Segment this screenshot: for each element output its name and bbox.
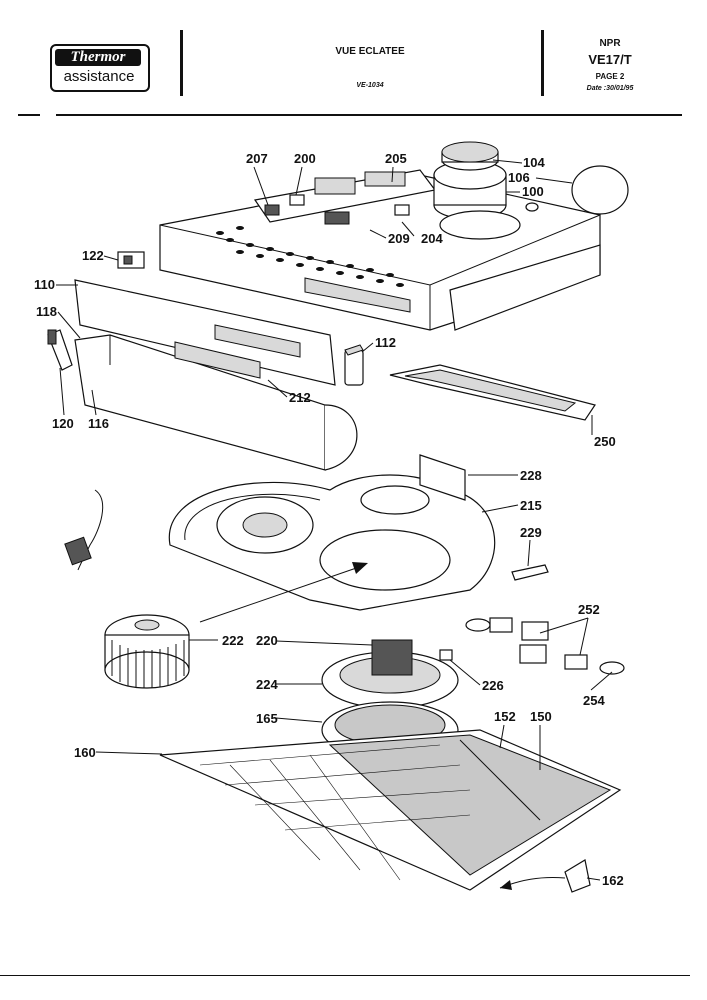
footer-rule	[0, 975, 690, 976]
label-205: 205	[385, 151, 407, 166]
header-rule	[56, 114, 682, 116]
label-200: 200	[294, 151, 316, 166]
part-labels: 207 200 205 104 106 100 209 204 122 110 …	[34, 151, 624, 888]
label-207: 207	[246, 151, 268, 166]
model-number: VE17/T	[588, 52, 632, 67]
label-150: 150	[530, 709, 552, 724]
document-title: VUE ECLATEE	[335, 46, 405, 57]
thermor-logo: Thermor assistance	[50, 44, 150, 92]
grease-filter-frame	[389, 364, 596, 421]
label-228: 228	[520, 468, 542, 483]
latch-162	[499, 859, 591, 893]
label-118: 118	[36, 304, 57, 319]
control-board	[253, 169, 437, 225]
assembly-arrowhead	[352, 562, 368, 574]
assembly-arrow	[199, 564, 366, 623]
logo-brand-top: Thermor	[55, 49, 141, 66]
lamp-holders	[465, 617, 625, 675]
bracket-118	[47, 329, 73, 371]
label-204: 204	[421, 231, 443, 246]
label-162: 162	[602, 873, 624, 888]
outlet-collar	[433, 141, 629, 240]
header-rule-short	[18, 114, 40, 116]
label-112: 112	[375, 335, 396, 350]
label-226: 226	[482, 678, 504, 693]
label-160: 160	[74, 745, 96, 760]
label-165: 165	[256, 711, 278, 726]
document-reference: VE-1034	[356, 82, 384, 89]
fan-wheel	[104, 614, 190, 689]
clip-229	[511, 564, 549, 581]
header-divider-left	[180, 30, 183, 96]
fan-chassis	[168, 454, 496, 611]
label-224: 224	[256, 677, 278, 692]
label-215: 215	[520, 498, 542, 513]
page-number: PAGE 2	[595, 72, 625, 81]
label-220: 220	[256, 633, 278, 648]
label-120: 120	[52, 416, 74, 431]
label-116: 116	[88, 416, 109, 431]
label-104: 104	[523, 155, 545, 170]
label-100: 100	[522, 184, 544, 199]
label-152: 152	[494, 709, 516, 724]
front-panel	[74, 279, 336, 386]
category-code: NPR	[599, 38, 621, 49]
end-cap-112	[344, 344, 364, 386]
label-229: 229	[520, 525, 542, 540]
document-header: Thermor assistance VUE ECLATEE VE-1034 N…	[0, 0, 707, 120]
label-252: 252	[578, 602, 600, 617]
label-106: 106	[508, 170, 530, 185]
document-date: Date :30/01/95	[586, 85, 634, 92]
logo-brand-bottom: assistance	[63, 68, 135, 85]
header-divider-right	[541, 30, 544, 96]
label-254: 254	[583, 693, 605, 708]
switch-122	[117, 251, 145, 269]
label-110: 110	[34, 277, 55, 292]
label-222: 222	[222, 633, 244, 648]
light-housing	[74, 334, 358, 471]
leader-lines	[56, 159, 613, 881]
label-209: 209	[388, 231, 410, 246]
label-122: 122	[82, 248, 104, 263]
filter-tray	[159, 729, 622, 891]
power-cord	[64, 489, 104, 571]
label-250: 250	[594, 434, 616, 449]
label-212: 212	[289, 390, 311, 405]
